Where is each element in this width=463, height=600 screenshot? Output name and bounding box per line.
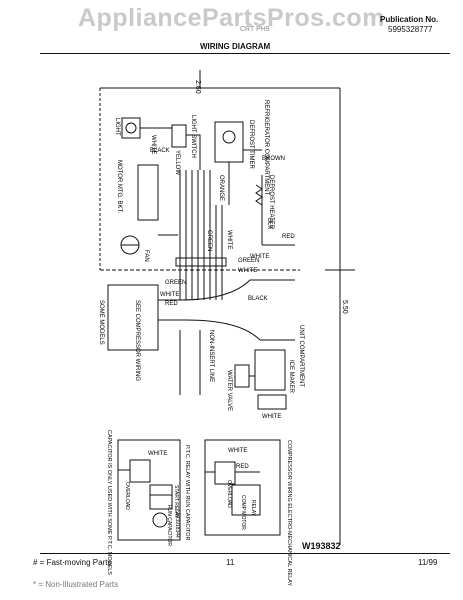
light-label: LIGHT (114, 118, 120, 136)
defrost-timer-label: DEFROST TIMER (248, 120, 254, 169)
unit-compartment-label: UNIT COMPARTMENT (298, 325, 304, 387)
fan-label: FAN (143, 250, 149, 262)
page-number: 11 (226, 558, 235, 567)
wire-black-2: BLACK (248, 296, 268, 302)
compressor-box (107, 279, 295, 351)
part-code: 5303918344 (174, 510, 180, 538)
fan-motor (120, 164, 178, 255)
wire-white-8: WHITE (228, 448, 247, 454)
wire-green-2: GREEN (165, 280, 186, 286)
motor-mtg-label: MOTOR MTG. BKT. (116, 160, 122, 214)
wire-blk: BLK (266, 218, 272, 229)
defrost-heater-label: DEFROST HEATER (268, 175, 274, 230)
footer-rule (40, 553, 450, 554)
document-id: W193832 (302, 541, 341, 551)
wire-red-3: RED (236, 464, 249, 470)
unit-components (179, 330, 287, 410)
capacitor-note: CAPACITOR IS ONLY USED WITH SOME P.T.C. … (106, 430, 112, 575)
ptc-relay-panel (117, 439, 181, 541)
publication-label: Publication No. (380, 15, 439, 24)
wire-black-1: BLACK (150, 148, 170, 154)
watermark: AppliancePartsPros.com (78, 4, 385, 32)
wire-white-1: WHITE (150, 135, 156, 154)
dimension-frame (99, 70, 355, 545)
wire-white-6: WHITE (262, 414, 281, 420)
wire-brown: BROWN (262, 156, 285, 162)
publication-number: 5995328777 (388, 25, 433, 34)
publication-date: 11/99 (418, 558, 438, 567)
light-group (121, 117, 201, 170)
wire-yellow-1: YELLOW (174, 150, 180, 175)
wire-white-2: WHITE (250, 254, 269, 260)
some-models-label: SOME MODELS (98, 300, 104, 345)
run-capacitor-label: RUN CAPACITOR (166, 505, 172, 546)
defrost-timer (214, 121, 262, 205)
header-rule (40, 53, 450, 54)
defrost-heater (255, 175, 295, 246)
wire-white-3: WHITE (226, 230, 232, 249)
overload-label-2: OVERLOAD (226, 480, 232, 508)
water-valve-label: WATER VALVE (226, 370, 232, 411)
dim-side-label: 5.50 (341, 300, 348, 314)
wire-harness (175, 170, 227, 300)
non-insert-label: NON-INSERT LINE (208, 330, 214, 382)
wire-red-1: RED (282, 234, 295, 240)
electromech-relay-panel (204, 439, 281, 536)
relay-label: RELAY (250, 500, 256, 517)
ptc-title: P.T.C. RELAY WITH RUN CAPACITOR (184, 445, 190, 540)
wire-white-5: WHITE (238, 268, 257, 274)
electromech-title: COMPRESSOR WIRING ELECTRO-MECHANICAL REL… (286, 440, 292, 586)
wire-green-3: GREEN (238, 258, 259, 264)
ice-maker-label: ICE MAKER (288, 360, 294, 394)
wire-green-1: GREEN (206, 230, 212, 251)
start-relay-label: START RELAY (173, 485, 179, 519)
model-line: CRT PH9 (240, 26, 270, 33)
refrigerator-compartment-label: REFRIGERATOR COMPARTMENT (263, 100, 269, 196)
wire-red-2: RED (165, 301, 178, 307)
page-title: WIRING DIAGRAM (200, 42, 271, 51)
legend-non-illustrated: * = Non-Illustrated Parts (33, 580, 119, 589)
wire-white-4: WHITE (160, 292, 179, 298)
comp-motor-label: COMP MOTOR (240, 495, 246, 530)
legend-fast-moving: # = Fast-moving Parts (33, 558, 112, 567)
light-switch-label: LIGHT SWITCH (190, 115, 196, 158)
overload-label-1: OVERLOAD (124, 482, 130, 510)
wire-white-7: WHITE (148, 451, 167, 457)
see-compressor-wiring: SEE COMPRESSOR WIRING (134, 300, 140, 381)
dim-top-label: 2.60 (194, 80, 201, 94)
wire-orange: ORANGE (218, 175, 224, 201)
